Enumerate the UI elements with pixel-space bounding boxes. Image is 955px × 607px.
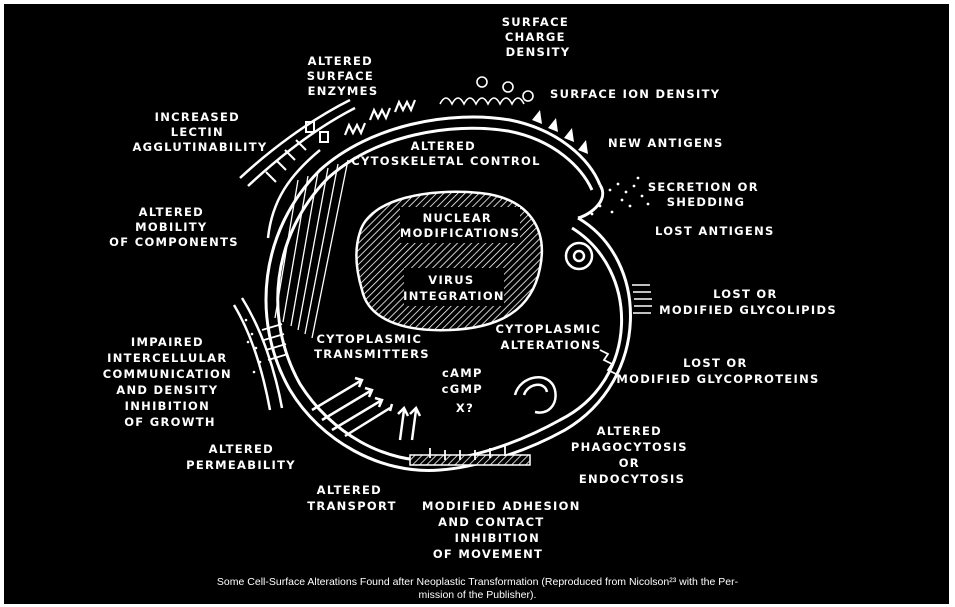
label-altered-transport: ALTERED TRANSPORT — [307, 483, 397, 513]
endocytosis-pit — [515, 377, 556, 412]
label-surface-charge-density: SURFACE CHARGE DENSITY — [502, 15, 575, 59]
label-increased-lectin: INCREASED LECTIN AGGLUTINABILITY — [132, 110, 267, 154]
transport-arrows — [312, 378, 420, 440]
surface-charge-density-line: CHARGE — [505, 30, 566, 44]
glycolipid-combs — [632, 285, 652, 313]
cell-surface-diagram: SURFACE CHARGE DENSITY SURFACE ION DENSI… — [0, 0, 955, 580]
label-impaired-communication: IMPAIRED INTERCELLULAR COMMUNICATION AND… — [103, 335, 238, 429]
label-surface-ion-density: SURFACE ION DENSITY — [550, 87, 720, 101]
substrate-surface — [410, 455, 530, 465]
surface-charge-density-line: SURFACE — [502, 15, 569, 29]
label-altered-permeability: ALTERED PERMEABILITY — [186, 442, 296, 472]
label-lost-glycoproteins: LOST OR MODIFIED GLYCOPROTEINS — [616, 356, 819, 386]
new-antigens-spikes — [532, 110, 588, 154]
label-altered-cytoskeletal-control: ALTERED CYTOSKELETAL CONTROL — [351, 139, 540, 168]
label-altered-mobility: ALTERED MOBILITY OF COMPONENTS — [109, 205, 239, 249]
vesicle-icon — [566, 243, 592, 269]
label-cytoplasmic-alterations: CYTOPLASMIC ALTERATIONS — [495, 322, 606, 352]
figure-caption: Some Cell-Surface Alterations Found afte… — [0, 576, 955, 602]
label-lost-antigens: LOST ANTIGENS — [655, 224, 775, 238]
surface-charge-groups — [440, 77, 533, 104]
label-cytoplasmic-transmitters: CYTOPLASMIC TRANSMITTERS — [314, 332, 430, 361]
label-new-antigens: NEW ANTIGENS — [608, 136, 724, 150]
label-altered-phagocytosis: ALTERED PHAGOCYTOSIS OR ENDOCYTOSIS — [571, 424, 693, 486]
label-modified-adhesion: MODIFIED ADHESION AND CONTACT INHIBITION… — [422, 499, 586, 561]
label-secretion-or-shedding: SECRETION OR SHEDDING — [648, 180, 764, 209]
label-second-messengers: cAMP cGMP X? — [442, 366, 489, 415]
label-altered-surface-enzymes: ALTERED SURFACE ENZYMES — [307, 54, 380, 98]
surface-charge-density-line: DENSITY — [506, 45, 571, 59]
caption-line: Some Cell-Surface Alterations Found afte… — [0, 576, 955, 589]
surface-enzymes — [345, 100, 415, 135]
label-lost-glycolipids: LOST OR MODIFIED GLYCOLIPIDS — [659, 287, 837, 317]
caption-line: mission of the Publisher). — [0, 589, 955, 602]
